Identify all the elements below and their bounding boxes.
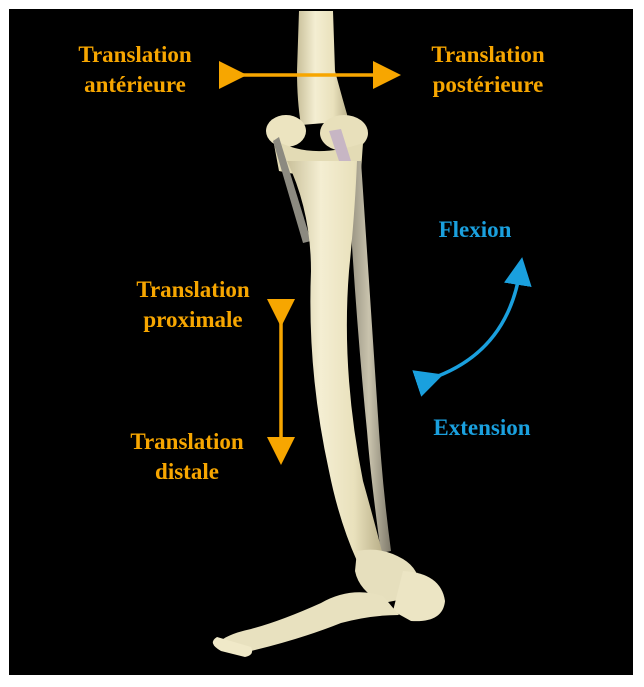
label-extension: Extension [407, 413, 557, 443]
label-proximal-translation: Translation proximale [109, 275, 277, 335]
knee-condyle-left [266, 115, 306, 147]
label-anterior-translation: Translation antérieure [55, 40, 215, 100]
label-flexion: Flexion [417, 215, 533, 245]
leg-skeleton-illustration [11, 11, 633, 675]
flexion-extension-arrow [430, 271, 520, 379]
label-distal-translation: Translation distale [107, 427, 267, 487]
foot [217, 592, 399, 652]
label-posterior-translation: Translation postérieure [405, 40, 571, 100]
diagram-frame: Translation antérieure Translation posté… [9, 9, 633, 675]
femur [297, 11, 349, 125]
